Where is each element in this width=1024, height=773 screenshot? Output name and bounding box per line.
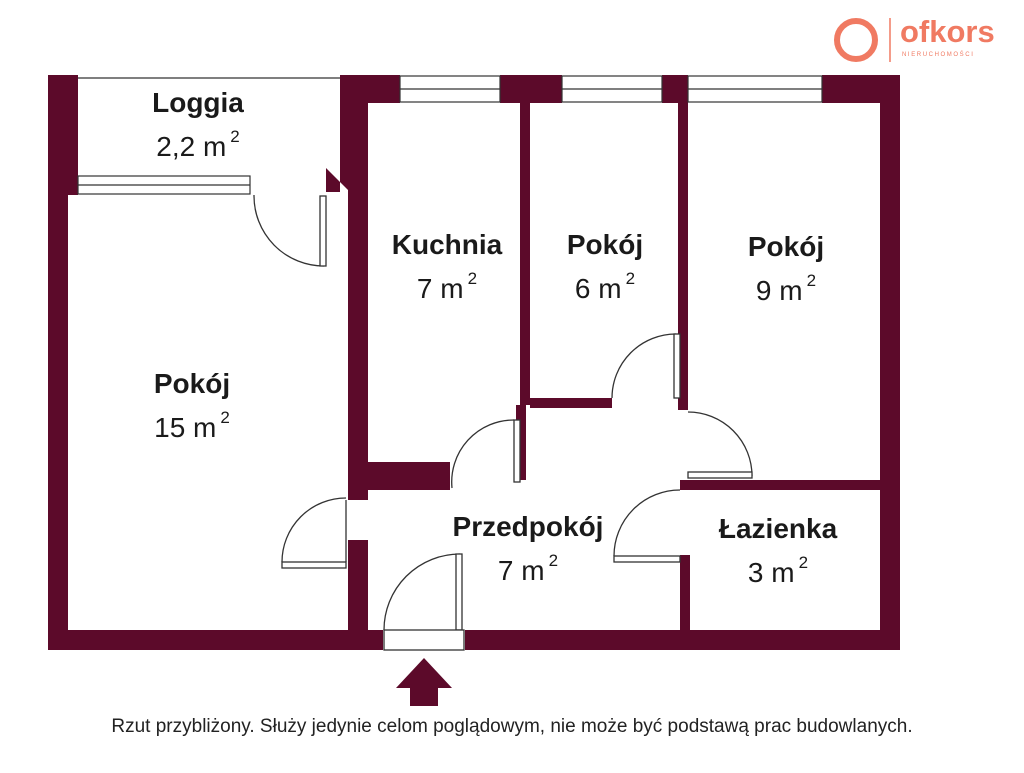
threshold — [383, 629, 465, 651]
wall — [678, 100, 688, 410]
room-name: Przedpokój — [452, 511, 604, 542]
room-name: Kuchnia — [391, 229, 503, 260]
door-swing — [611, 333, 677, 399]
room-name: Pokój — [153, 368, 231, 399]
wall — [880, 75, 900, 650]
wall — [48, 195, 68, 650]
wall — [822, 75, 900, 103]
wall — [48, 75, 78, 195]
door-swing — [687, 411, 753, 477]
door-leaf — [673, 333, 681, 399]
logo-ring-icon — [834, 18, 878, 62]
door-swing — [253, 194, 325, 267]
ofkors-logo — [834, 18, 891, 62]
room-name: Pokój — [747, 231, 825, 262]
door-leaf — [319, 195, 327, 267]
wall — [348, 462, 450, 490]
room-name: Loggia — [152, 87, 244, 118]
door-swing — [613, 489, 681, 557]
wall — [680, 480, 880, 490]
brand-name: ofkors — [900, 14, 995, 49]
door-swing — [451, 419, 515, 489]
door-leaf — [281, 561, 347, 569]
door-swing — [383, 553, 461, 631]
door-leaf — [613, 555, 681, 563]
wall — [348, 100, 368, 500]
wall — [680, 555, 690, 630]
wall — [530, 398, 612, 408]
room-name: Łazienka — [718, 513, 838, 544]
disclaimer-text: Rzut przybliżony. Służy jedynie celom po… — [111, 716, 913, 737]
wall — [348, 540, 368, 630]
wall — [48, 630, 383, 650]
brand-tagline: NIERUCHOMOŚCI — [902, 52, 975, 58]
wall — [500, 75, 562, 103]
walls — [48, 75, 900, 650]
room-name: Pokój — [566, 229, 644, 260]
door-leaf — [687, 471, 753, 479]
wall — [520, 100, 530, 405]
door-swing — [281, 497, 347, 563]
door-leaf — [513, 419, 521, 483]
wall — [465, 630, 900, 650]
wall — [662, 75, 688, 103]
windows — [77, 75, 823, 195]
doors — [253, 194, 753, 651]
entrance-arrow-icon — [396, 658, 452, 706]
wall — [516, 405, 526, 480]
